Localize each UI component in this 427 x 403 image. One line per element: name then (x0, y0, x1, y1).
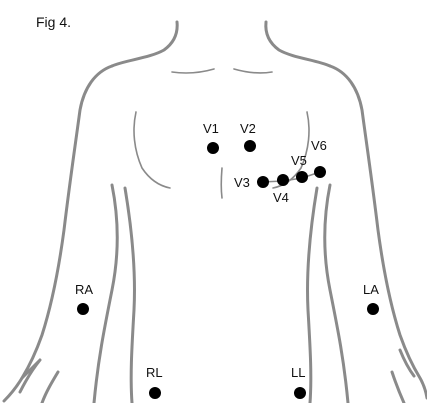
right-arm-outer (4, 66, 112, 401)
electrode-v2 (244, 140, 256, 152)
electrode-rl (149, 387, 161, 399)
electrode-label-v2: V2 (240, 121, 256, 136)
electrode-label-la: LA (363, 282, 379, 297)
electrode-label-rl: RL (146, 365, 163, 380)
torso-side-left (307, 188, 317, 403)
torso-side-right (125, 188, 135, 403)
pectoral-right (134, 112, 170, 188)
electrode-v4 (277, 174, 289, 186)
electrode-label-v1: V1 (203, 121, 219, 136)
electrode-label-v4: V4 (273, 190, 289, 205)
sternum-line (221, 168, 222, 198)
electrode-label-v6: V6 (311, 138, 327, 153)
electrodes: V1 V2 V3 V4 V5 V6 RA LA RL LL (75, 121, 379, 399)
torso-outline (4, 22, 427, 403)
electrode-la (367, 303, 379, 315)
electrode-label-ll: LL (291, 365, 305, 380)
electrode-ra (77, 303, 89, 315)
left-arm-outer (330, 66, 427, 398)
electrode-label-ra: RA (75, 282, 93, 297)
figure-caption: Fig 4. (36, 14, 71, 30)
neck-right (266, 22, 330, 66)
collarbone-left (172, 69, 214, 73)
electrode-v5 (296, 171, 308, 183)
neck-left (112, 22, 177, 66)
electrode-label-v5: V5 (291, 153, 307, 168)
right-arm-inner (94, 185, 117, 403)
electrode-v6 (314, 166, 326, 178)
electrode-v1 (207, 142, 219, 154)
electrode-v3 (257, 176, 269, 188)
right-hand (20, 360, 58, 403)
electrode-ll (294, 387, 306, 399)
precordial-connector (262, 172, 320, 182)
electrode-label-v3: V3 (234, 175, 250, 190)
collarbone-right (234, 69, 272, 73)
left-arm-inner (325, 185, 348, 403)
